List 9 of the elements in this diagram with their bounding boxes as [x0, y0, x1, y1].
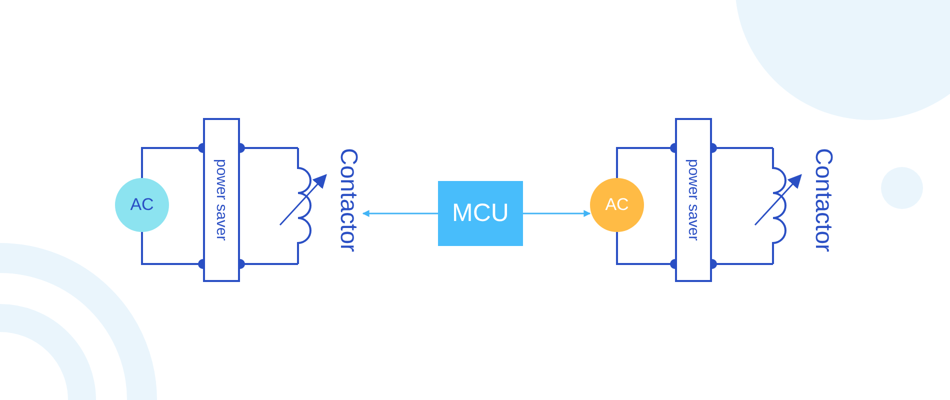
power-saver-box: power saver [675, 118, 712, 282]
power-saver-box: power saver [203, 118, 240, 282]
arrow [523, 210, 591, 217]
contactor-label: Contactor [334, 148, 362, 252]
ac-source-circle: AC [590, 178, 644, 232]
arrow [362, 210, 438, 217]
contactor-label: Contactor [809, 148, 837, 252]
mcu-box: MCU [438, 181, 523, 246]
ac-source-circle: AC [115, 178, 169, 232]
